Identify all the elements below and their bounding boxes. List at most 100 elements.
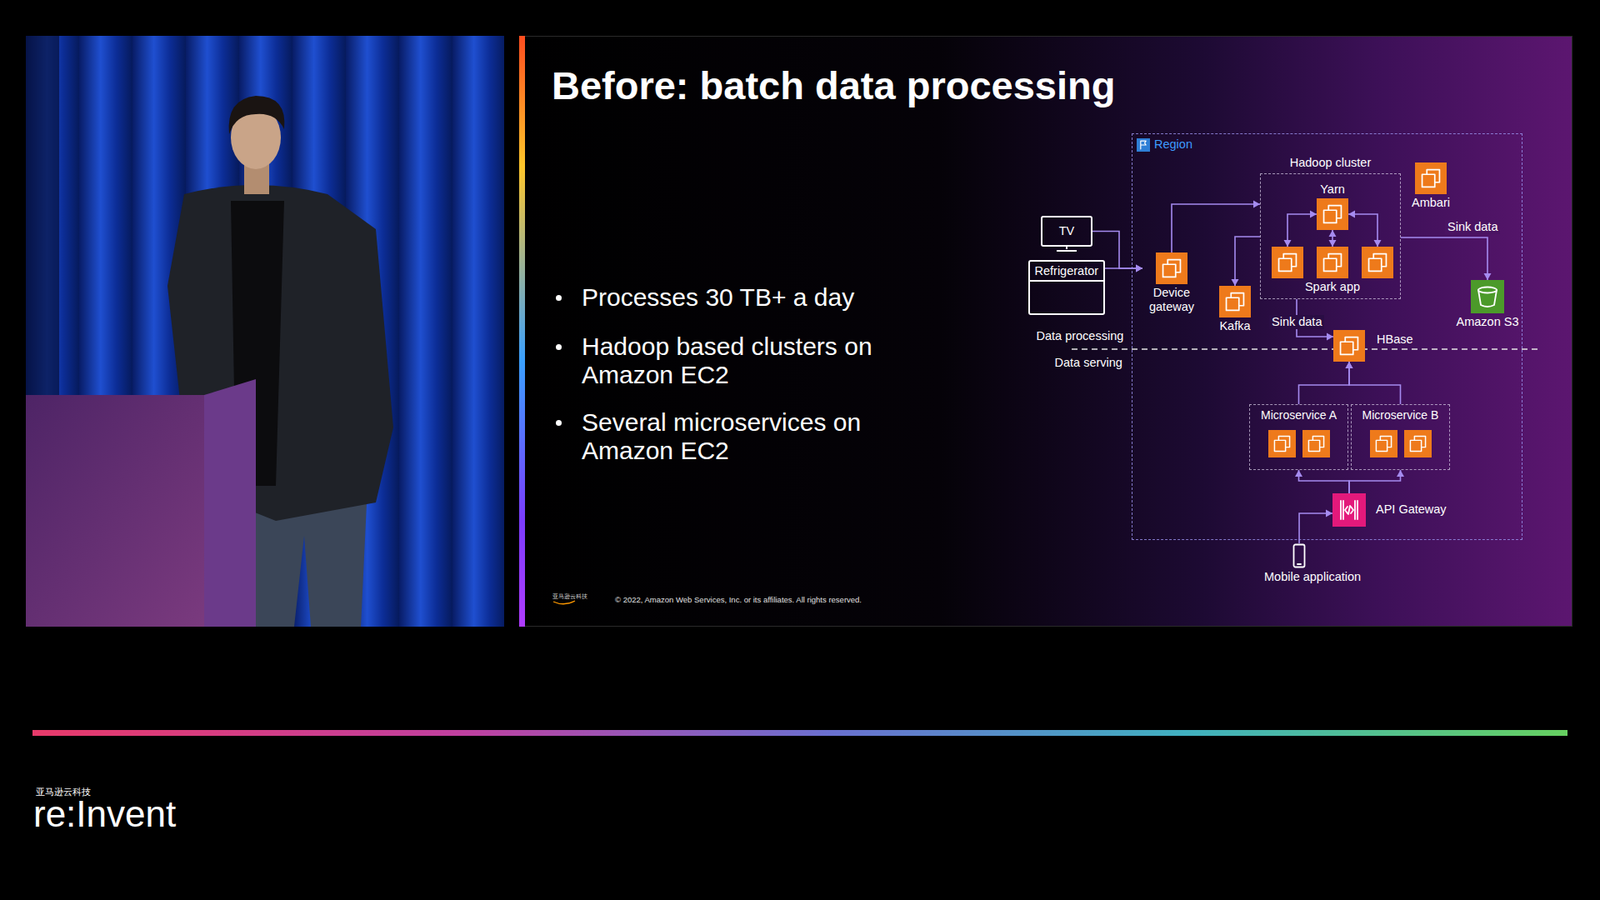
icon-tile xyxy=(1332,493,1366,527)
connector-line xyxy=(1349,470,1401,494)
icon-glyph xyxy=(1478,287,1497,294)
connector-line xyxy=(1092,231,1143,270)
icon-glyph xyxy=(1163,264,1176,277)
ec2-icon xyxy=(1316,246,1349,279)
region-label: Region xyxy=(1154,137,1193,152)
ec2-icon xyxy=(1361,246,1394,279)
ec2-icon xyxy=(1271,246,1304,279)
fridge-divider xyxy=(1030,280,1105,282)
icon-glyph xyxy=(1478,290,1497,307)
connector xyxy=(1299,361,1354,405)
icon-glyph xyxy=(1140,140,1146,150)
apigw-icon xyxy=(1332,493,1366,527)
service-icon: HBase xyxy=(1333,330,1414,362)
icon-label: Mobile application xyxy=(1264,570,1361,585)
icon-tile xyxy=(1316,246,1349,279)
icon-label: Ambari xyxy=(1411,195,1450,210)
service-icon: Kafka xyxy=(1219,285,1251,334)
icon-glyph xyxy=(1279,258,1292,271)
processing-serving-divider xyxy=(1071,348,1540,350)
group-label: Microservice A xyxy=(1260,408,1337,423)
edge-label: Sink data xyxy=(1269,315,1325,330)
ec2-icon xyxy=(1370,430,1398,458)
ec2-icon xyxy=(1155,252,1188,285)
bullet-dot xyxy=(555,295,562,301)
icon-tile xyxy=(1470,280,1505,314)
microservice-group: Microservice A xyxy=(1249,404,1349,470)
icon-glyph xyxy=(1422,174,1435,187)
icon-label: Kafka xyxy=(1219,319,1250,334)
icon-label: Spark app xyxy=(1305,280,1360,295)
slide-title: Before: batch data processing xyxy=(551,62,1115,110)
icon-glyph xyxy=(1274,440,1285,451)
group-label: Microservice B xyxy=(1362,408,1440,423)
icon-tile xyxy=(1136,138,1150,152)
text-label: © 2022, Amazon Web Services, Inc. or its… xyxy=(615,595,862,605)
ec2-icon xyxy=(1268,430,1296,458)
icon-tile xyxy=(1415,162,1447,195)
connector-line xyxy=(1235,236,1260,286)
microservice-group: Microservice B xyxy=(1350,404,1450,470)
icon-glyph xyxy=(1375,440,1387,451)
icon-tile xyxy=(1271,246,1304,279)
icon-label: Amazon S3 xyxy=(1456,315,1520,330)
slide-accent-bar xyxy=(519,35,525,627)
connector xyxy=(1105,265,1143,273)
ec2-icon xyxy=(1302,430,1330,458)
cluster-group: Hadoop clusterYarnSpark app xyxy=(1260,173,1401,300)
icon-glyph xyxy=(1297,563,1301,565)
connector-line xyxy=(1171,204,1260,253)
service-icon: Ambari xyxy=(1411,162,1450,210)
icon-glyph xyxy=(1324,210,1337,223)
branch-line xyxy=(1287,214,1317,247)
icon-tile xyxy=(1370,430,1398,458)
region-boundary: RegionHadoop clusterYarnSpark appAmbariD… xyxy=(1131,133,1523,540)
logo-smile xyxy=(553,600,575,605)
arrow-head xyxy=(1374,240,1382,247)
icon-row xyxy=(1370,430,1432,458)
icon-row xyxy=(1268,430,1330,458)
icon-label: Yarn xyxy=(1320,182,1345,197)
icon-glyph xyxy=(1410,440,1421,451)
arrow-head xyxy=(1310,210,1317,219)
bullet-text: Several microservices on Amazon EC2 xyxy=(581,408,924,465)
client-device: Mobile application xyxy=(1264,543,1361,585)
arrow-head xyxy=(1325,510,1333,518)
icon-tile xyxy=(1268,430,1296,458)
ec2-icon xyxy=(1404,430,1432,458)
device-label: TV xyxy=(1059,224,1075,239)
connector xyxy=(1349,470,1405,494)
connector xyxy=(1295,470,1350,494)
podium-side xyxy=(204,379,256,627)
tv-stand-line xyxy=(1056,245,1077,251)
arrow-head xyxy=(1135,265,1143,273)
ec2-icon xyxy=(1333,330,1365,362)
connector xyxy=(1231,236,1261,286)
icon-tile xyxy=(1404,430,1432,458)
icon-glyph xyxy=(1324,258,1337,271)
arrow-head xyxy=(1348,210,1355,219)
device-label: Refrigerator xyxy=(1035,264,1100,278)
arrow-head xyxy=(1345,361,1354,369)
phone-icon xyxy=(1292,543,1306,569)
bullet-text: Processes 30 TB+ a day xyxy=(581,283,924,312)
branch-line xyxy=(1348,214,1378,247)
icon-tile xyxy=(1333,330,1365,362)
icon-tile xyxy=(1302,430,1330,458)
icon-glyph xyxy=(1340,500,1358,520)
connector xyxy=(1329,230,1337,247)
arrow-head xyxy=(1253,200,1260,209)
arrow-head xyxy=(1396,470,1405,477)
arrow-head xyxy=(1135,265,1143,273)
region-icon xyxy=(1136,138,1150,152)
icon-glyph xyxy=(1226,297,1240,310)
connector xyxy=(1092,231,1143,273)
bullet-dot xyxy=(555,420,562,426)
icon-glyph xyxy=(1345,505,1354,515)
bullet-text: Hadoop based clusters on Amazon EC2 xyxy=(581,332,924,390)
icon-label: Device gateway xyxy=(1142,285,1201,315)
speaker-photo xyxy=(25,35,505,627)
icon-row xyxy=(1271,246,1394,279)
